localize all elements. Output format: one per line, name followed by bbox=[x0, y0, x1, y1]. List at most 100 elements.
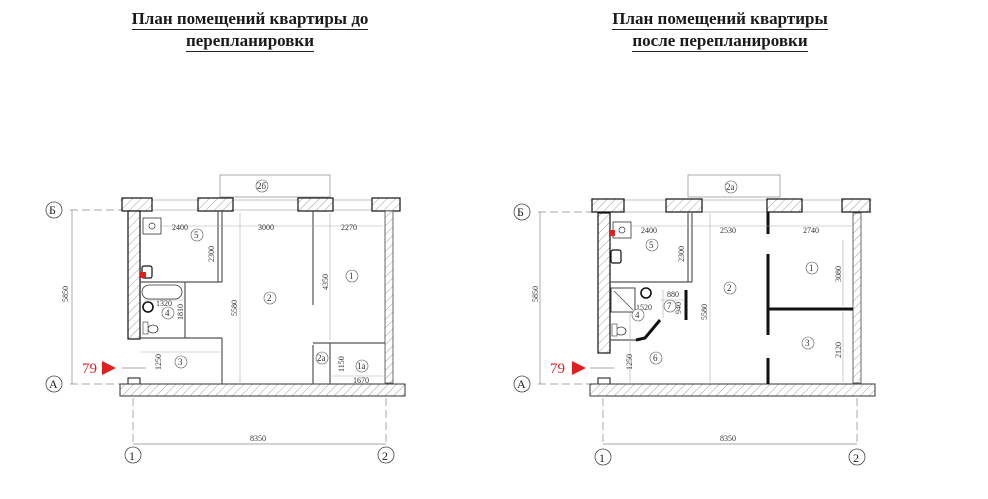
svg-text:1: 1 bbox=[349, 271, 354, 281]
room-label-2b: 2б bbox=[255, 179, 269, 193]
room-label-3: 3 bbox=[174, 355, 188, 369]
room-label-4: 4 bbox=[161, 306, 175, 320]
axis-bubble-1: 1 bbox=[124, 446, 142, 464]
stove-icon bbox=[142, 217, 162, 235]
washbasin-icon bbox=[640, 287, 652, 299]
svg-text:4: 4 bbox=[635, 310, 640, 320]
svg-text:5: 5 bbox=[194, 230, 199, 240]
dim-overall-width: 8350 bbox=[250, 434, 266, 443]
dim-880: 880 bbox=[667, 290, 679, 299]
room-label-2: 2 bbox=[263, 291, 277, 305]
axis-bubble-b: Б bbox=[45, 201, 63, 219]
wall-pier bbox=[841, 198, 871, 213]
room-label-2a: 2a bbox=[724, 180, 738, 194]
balcony-outline bbox=[219, 174, 331, 198]
dim-2270: 2270 bbox=[341, 223, 357, 232]
wall-pier bbox=[197, 197, 234, 212]
dim-2300: 2300 bbox=[207, 246, 216, 262]
exterior-wall-bottom bbox=[589, 383, 876, 397]
svg-text:1: 1 bbox=[599, 451, 605, 465]
dim-1520: 1520 bbox=[636, 303, 652, 312]
svg-text:2: 2 bbox=[853, 451, 859, 465]
dim-overall-width: 8350 bbox=[720, 434, 736, 443]
axis-bubble-a: А bbox=[45, 375, 63, 393]
dim-1250: 1250 bbox=[154, 354, 163, 370]
title-after: План помещений квартиры после перепланир… bbox=[530, 8, 910, 52]
dim-1670: 1670 bbox=[353, 376, 369, 385]
axis-bubble-b: Б bbox=[513, 203, 531, 221]
axis-bubble-2: 2 bbox=[848, 448, 866, 466]
dim-5580: 5580 bbox=[230, 300, 239, 316]
room-label-7: 7 bbox=[663, 299, 677, 313]
axis-bubble-1: 1 bbox=[594, 448, 612, 466]
svg-text:5: 5 bbox=[649, 240, 654, 250]
dim-2400: 2400 bbox=[641, 226, 657, 235]
gas-meter-icon bbox=[140, 272, 146, 278]
room-label-1: 1 bbox=[805, 261, 819, 275]
svg-text:3: 3 bbox=[805, 338, 810, 348]
axis-bubble-a: А bbox=[513, 375, 531, 393]
dim-1150: 1150 bbox=[337, 356, 346, 372]
title-before: План помещений квартиры до перепланировк… bbox=[60, 8, 440, 52]
exterior-wall-right bbox=[384, 210, 394, 384]
wall-pier bbox=[591, 198, 625, 213]
svg-text:3: 3 bbox=[178, 357, 183, 367]
exterior-wall-left bbox=[127, 210, 141, 340]
axis-bubble-2: 2 bbox=[377, 446, 395, 464]
stove-icon bbox=[612, 221, 632, 239]
dim-1810: 1810 bbox=[176, 304, 185, 320]
room-label-6: 6 bbox=[649, 351, 663, 365]
wall-pier bbox=[297, 197, 334, 212]
exterior-wall-left bbox=[597, 212, 611, 354]
section-marker-79: 79 bbox=[82, 361, 116, 377]
room-label-1: 1 bbox=[345, 269, 359, 283]
room-label-5: 5 bbox=[645, 238, 659, 252]
room-label-2: 2 bbox=[723, 281, 737, 295]
dim-5580: 5580 bbox=[700, 304, 709, 320]
dim-3000: 3000 bbox=[258, 223, 274, 232]
title-after-line2: после перепланировки bbox=[632, 31, 808, 52]
wall-pier bbox=[665, 198, 703, 213]
svg-text:2б: 2б bbox=[257, 181, 267, 191]
svg-text:6: 6 bbox=[653, 353, 658, 363]
toilet-icon bbox=[615, 326, 627, 336]
dim-4350: 4350 bbox=[321, 274, 330, 290]
svg-text:1: 1 bbox=[129, 449, 135, 463]
svg-text:79: 79 bbox=[82, 361, 97, 377]
svg-text:2a: 2a bbox=[317, 353, 326, 363]
dim-1250: 1250 bbox=[625, 354, 634, 370]
svg-text:Б: Б bbox=[517, 205, 524, 219]
room-label-4: 4 bbox=[631, 308, 645, 322]
exterior-wall-bottom bbox=[119, 383, 406, 397]
svg-text:79: 79 bbox=[550, 361, 565, 377]
new-partitions bbox=[635, 212, 853, 384]
gas-meter-icon bbox=[609, 230, 615, 236]
svg-text:А: А bbox=[49, 377, 58, 391]
section-marker-79: 79 bbox=[550, 361, 586, 377]
wall-pier bbox=[371, 197, 401, 212]
room-label-1a: 1a bbox=[355, 359, 369, 373]
svg-text:1a: 1a bbox=[357, 361, 366, 371]
plan-after: 5850 8350 Б А 1 2 2a bbox=[513, 174, 876, 466]
dim-3080: 3080 bbox=[834, 266, 843, 282]
svg-text:7: 7 bbox=[667, 301, 672, 311]
title-before-line1: План помещений квартиры до bbox=[131, 9, 369, 30]
dim-940: 940 bbox=[674, 302, 683, 314]
room-label-3: 3 bbox=[801, 336, 815, 350]
svg-text:4: 4 bbox=[165, 308, 170, 318]
wall-pier bbox=[121, 197, 153, 212]
toilet-icon bbox=[147, 324, 159, 334]
title-before-line2: перепланировки bbox=[185, 31, 315, 52]
svg-text:2: 2 bbox=[727, 283, 732, 293]
title-after-line1: План помещений квартиры bbox=[612, 9, 828, 30]
dim-overall-height: 5850 bbox=[61, 286, 70, 302]
svg-text:Б: Б bbox=[49, 203, 56, 217]
washbasin-icon bbox=[142, 301, 154, 313]
bathtub-icon bbox=[141, 284, 183, 300]
dim-2300: 2300 bbox=[677, 246, 686, 262]
dim-overall-height: 5850 bbox=[531, 286, 540, 302]
svg-text:А: А bbox=[517, 377, 526, 391]
balcony-outline bbox=[687, 174, 781, 198]
svg-text:2: 2 bbox=[382, 449, 388, 463]
